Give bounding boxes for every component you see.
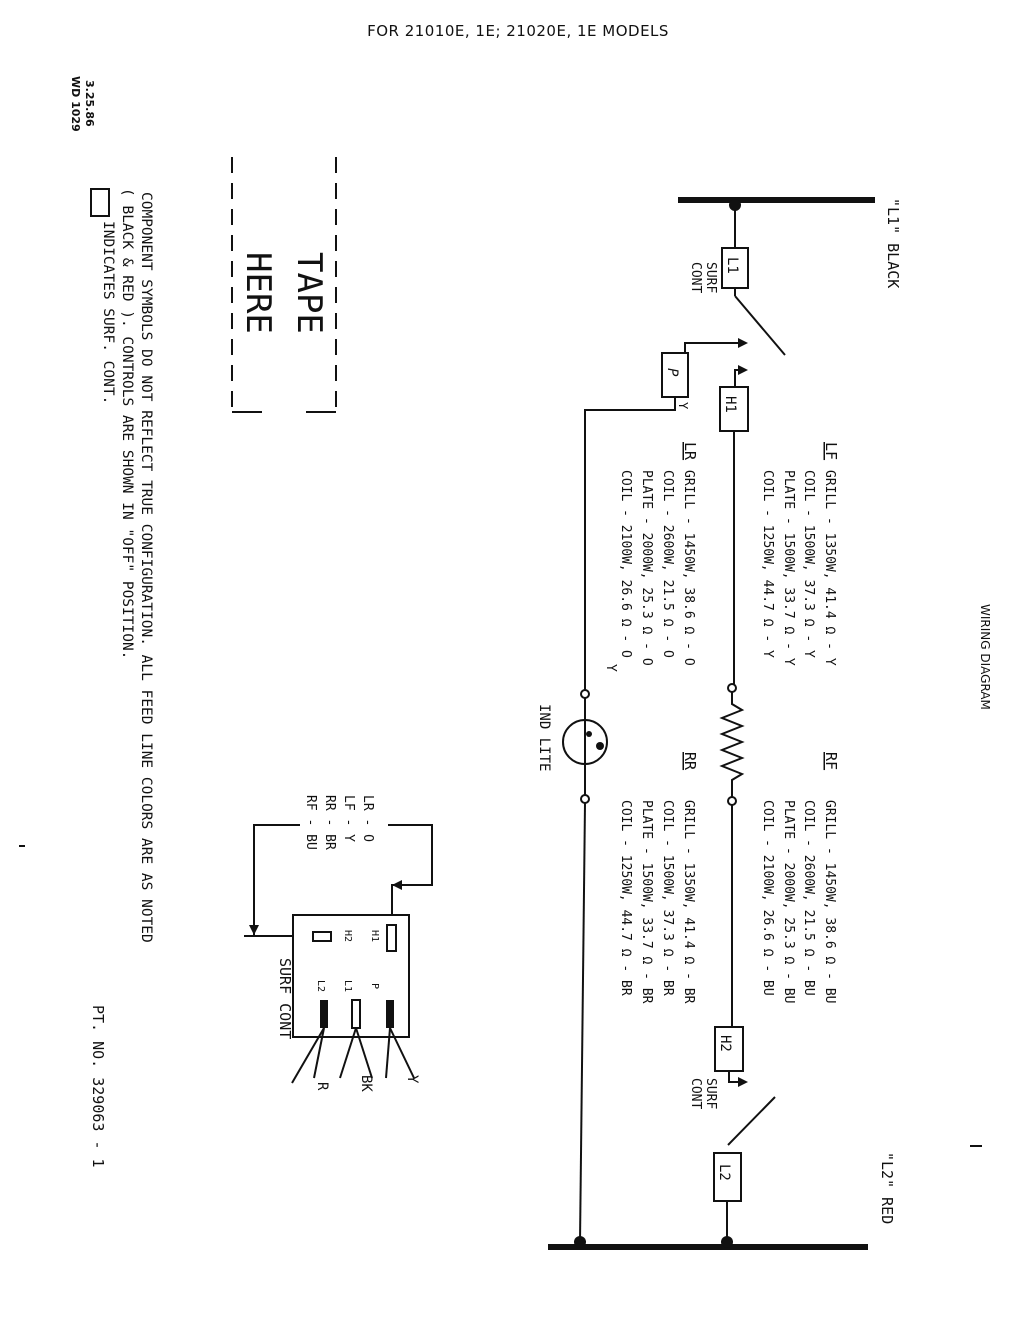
pilot-lead	[584, 397, 676, 690]
note-line-1: COMPONENT SYMBOLS DO NOT REFLECT TRUE CO…	[138, 192, 154, 943]
switch-label: SURF CONT	[276, 958, 294, 1039]
switch-terminal-l1: L1	[342, 980, 353, 992]
page-title: FOR 21010E, 1E; 21020E, 1E MODELS	[367, 22, 669, 40]
h1-label: H1	[722, 396, 738, 413]
l1-contact-box	[721, 247, 749, 289]
element-terminal-top	[727, 683, 737, 693]
rf-heading: RF	[822, 752, 840, 770]
rr-row-3: PLATE - 1500W, 33.7 Ω - BR	[639, 800, 654, 1004]
switch-pin-p	[386, 1000, 394, 1028]
color-key-rr: RR - BR	[322, 795, 337, 850]
l1-switch-blade	[734, 295, 786, 356]
h2-label: H2	[717, 1035, 733, 1052]
pilot-label: P	[664, 368, 680, 377]
l2-switch-blade	[727, 1096, 776, 1146]
lr-row-2: COIL - 2600W, 21.5 Ω - O	[660, 470, 675, 658]
lf-row-1: GRILL - 1350W, 41.4 Ω - Y	[822, 470, 837, 666]
note-line-3: INDICATES SURF. CONT.	[100, 221, 116, 404]
surf-cont-label-top: SURF	[703, 262, 718, 293]
rr-row-2: COIL - 1500W, 37.3 Ω - BR	[660, 800, 675, 996]
doc-date: 3.25.86	[83, 80, 96, 127]
l2-contact-label: L2	[716, 1164, 732, 1181]
rf-row-4: COIL - 2100W, 26.6 Ω - BU	[760, 800, 775, 996]
note-line-2: ( BLACK & RED ). CONTROLS ARE SHOWN IN "…	[119, 188, 135, 659]
heating-element	[719, 692, 745, 797]
arrow-to-h1	[738, 365, 748, 375]
switch-pin-l2	[320, 1000, 328, 1028]
switch-wire-y: Y	[404, 1075, 420, 1084]
pilot-wire-color: Y	[676, 402, 690, 410]
rr-heading: RR	[681, 752, 699, 771]
lr-row-3: PLATE - 2000W, 25.3 Ω - O	[639, 470, 654, 666]
switch-wire-r: R	[314, 1082, 330, 1091]
ind-lite-filament-dot-2	[586, 731, 592, 737]
surf-cont-symbol	[90, 188, 110, 217]
h2-box	[714, 1026, 744, 1072]
tape-label-2: HERE	[238, 252, 278, 334]
ind-lite-return	[579, 802, 586, 1243]
part-number: PT. NO. 329063 - 1	[89, 1005, 107, 1168]
lf-row-2: COIL - 1500W, 37.3 Ω - Y	[801, 470, 816, 658]
color-key-lf: LF - Y	[341, 795, 356, 842]
lr-heading: LR	[681, 442, 699, 461]
switch-terminal-p: P	[369, 983, 380, 989]
lf-heading: LF	[822, 442, 840, 460]
rf-row-2: COIL - 2600W, 21.5 Ω - BU	[801, 800, 816, 996]
l1-line-label: "L1" BLACK	[884, 198, 902, 288]
switch-wire-bk: BK	[358, 1075, 374, 1092]
tape-label-1: TAPE	[289, 252, 329, 334]
rr-row-4: COIL - 1250W, 44.7 Ω - BR	[618, 800, 633, 996]
ind-lite-label: IND LITE	[536, 704, 552, 771]
switch-terminal-h1: H1	[369, 930, 380, 942]
l1-contact-label: L1	[724, 257, 740, 274]
rr-row-1: GRILL - 1350W, 41.4 Ω - BR	[681, 800, 696, 1004]
ind-lite-terminal-top	[580, 689, 590, 699]
color-key-rf: RF - BU	[303, 795, 318, 850]
doc-number: WD 1029	[69, 76, 82, 132]
lf-row-3: PLATE - 1500W, 33.7 Ω - Y	[781, 470, 796, 666]
lf-row-4: COIL - 1250W, 44.7 Ω - Y	[760, 470, 775, 658]
key-leader-top	[388, 824, 433, 922]
switch-terminal-l2: L2	[315, 980, 326, 992]
color-key-lr: LR - O	[360, 795, 375, 842]
ind-lite-terminal-bottom	[580, 794, 590, 804]
element-terminal-bottom	[727, 796, 737, 806]
surf-cont-label-top-2: CONT	[688, 262, 703, 293]
rf-row-1: GRILL - 1450W, 38.6 Ω - BU	[822, 800, 837, 1004]
switch-terminal-h2: H2	[342, 930, 353, 942]
arrow-to-l1-switch	[738, 338, 748, 348]
l2-line-label: "L2" RED	[878, 1152, 896, 1224]
lr-tail-color: Y	[603, 664, 618, 672]
ind-lite-filament-dot-1	[596, 742, 604, 750]
rf-row-3: PLATE - 2000W, 25.3 Ω - BU	[781, 800, 796, 1004]
lr-row-1: GRILL - 1450W, 38.6 Ω - O	[681, 470, 696, 666]
diagram-title: WIRING DIAGRAM	[978, 604, 992, 710]
lr-row-4: COIL - 2100W, 26.6 Ω - O	[618, 470, 633, 658]
arrow-from-h2	[738, 1077, 748, 1087]
switch-pin-l1	[351, 999, 361, 1029]
surf-cont-label-bottom: SURF	[703, 1078, 718, 1109]
surf-cont-label-bottom-2: CONT	[688, 1078, 703, 1109]
